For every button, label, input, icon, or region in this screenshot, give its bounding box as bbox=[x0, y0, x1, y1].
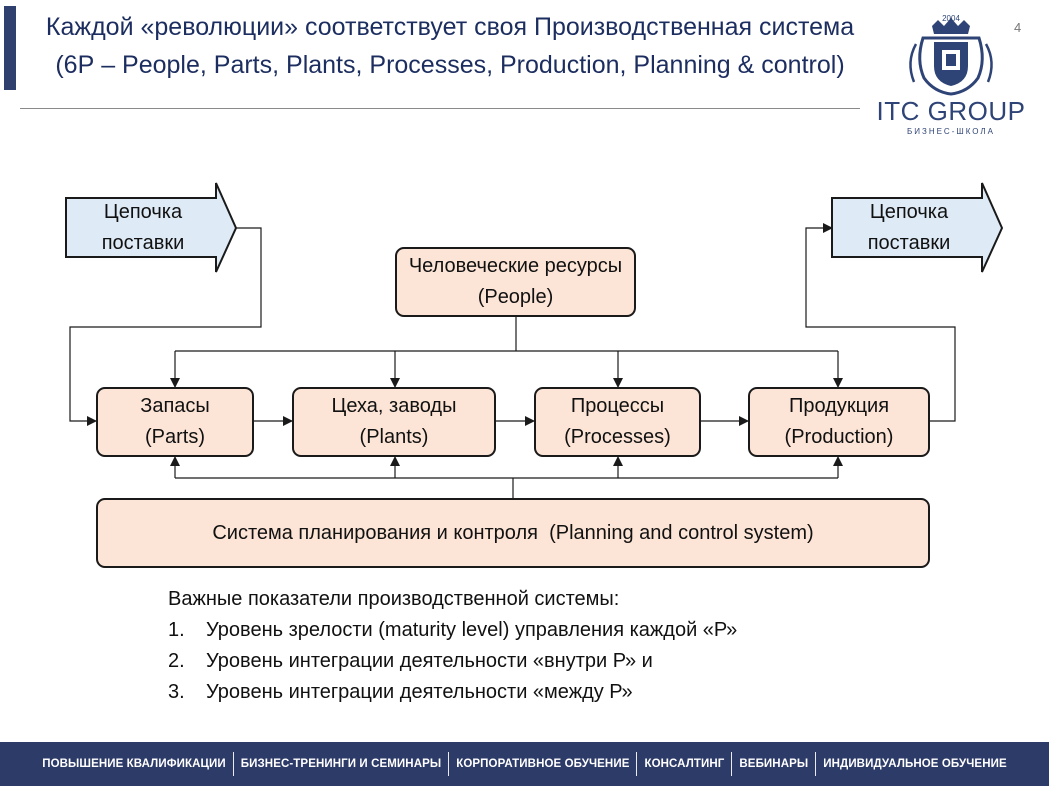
indicator-item: 3. Уровень интеграции деятельности «межд… bbox=[168, 677, 737, 708]
plants-label: Цеха, заводы (Plants) bbox=[331, 395, 457, 448]
indicator-item: 2. Уровень интеграции деятельности «внут… bbox=[168, 646, 737, 677]
plants-box: Цеха, заводы (Plants) bbox=[292, 387, 496, 457]
planning-control-box: Система планирования и контроля (Plannin… bbox=[96, 498, 930, 568]
people-label: Человеческие ресурсы (People) bbox=[408, 255, 623, 308]
logo-name: ITC GROUP bbox=[876, 96, 1026, 126]
supply-chain-out-label: Цепочка поставки bbox=[867, 200, 951, 254]
bottom-nav-bar: ПОВЫШЕНИЕ КВАЛИФИКАЦИИ БИЗНЕС-ТРЕНИНГИ И… bbox=[0, 742, 1049, 786]
indicator-item: 1. Уровень зрелости (maturity level) упр… bbox=[168, 615, 737, 646]
indicator-number: 3. bbox=[168, 681, 185, 703]
nav-separator bbox=[815, 752, 817, 776]
supply-chain-in-arrow bbox=[65, 182, 238, 273]
processes-box: Процессы (Processes) bbox=[534, 387, 701, 457]
nav-separator bbox=[232, 752, 234, 776]
nav-separator bbox=[731, 752, 733, 776]
nav-corporate-training[interactable]: КОРПОРАТИВНОЕ ОБУЧЕНИЕ bbox=[456, 758, 630, 770]
nav-separator bbox=[636, 752, 638, 776]
itc-group-crest-logo: 2004 bbox=[909, 14, 993, 96]
indicator-text: Уровень интеграции деятельности «внутри … bbox=[206, 650, 653, 672]
connector-supply-to-parts bbox=[69, 227, 262, 426]
system-indicators: Важные показатели производственной систе… bbox=[168, 584, 737, 708]
title-divider bbox=[20, 108, 860, 109]
supply-chain-in-label: Цепочка поставки bbox=[101, 200, 185, 254]
nav-professional-development[interactable]: ПОВЫШЕНИЕ КВАЛИФИКАЦИИ bbox=[42, 758, 226, 770]
production-label: Продукция (Production) bbox=[784, 395, 894, 448]
slide-title: Каждой «революции» соответствует своя Пр… bbox=[45, 13, 855, 79]
nav-business-trainings[interactable]: БИЗНЕС-ТРЕНИНГИ И СЕМИНАРЫ bbox=[240, 758, 442, 770]
page-number: 4 bbox=[1014, 20, 1022, 35]
planning-control-label: Система планирования и контроля (Plannin… bbox=[212, 521, 814, 544]
connector-production-to-supply bbox=[805, 223, 956, 422]
nav-webinars[interactable]: ВЕБИНАРЫ bbox=[739, 758, 809, 770]
nav-individual-training[interactable]: ИНДИВИДУАЛЬНОЕ ОБУЧЕНИЕ bbox=[823, 758, 1007, 770]
nav-consulting[interactable]: КОНСАЛТИНГ bbox=[644, 758, 725, 770]
indicator-text: Уровень интеграции деятельности «между Р… bbox=[206, 681, 633, 703]
indicator-number: 2. bbox=[168, 650, 185, 672]
parts-label: Запасы (Parts) bbox=[140, 395, 210, 448]
title-accent-bar bbox=[4, 6, 16, 90]
indicators-heading: Важные показатели производственной систе… bbox=[168, 588, 620, 610]
nav-separator bbox=[448, 752, 450, 776]
indicator-text: Уровень зрелости (maturity level) управл… bbox=[206, 619, 738, 641]
production-box: Продукция (Production) bbox=[748, 387, 930, 457]
logo-subtitle: БИЗНЕС-ШКОЛА bbox=[906, 127, 995, 136]
supply-chain-out-arrow bbox=[831, 182, 1004, 273]
parts-box: Запасы (Parts) bbox=[96, 387, 254, 457]
processes-label: Процессы (Processes) bbox=[564, 395, 671, 448]
indicator-number: 1. bbox=[168, 619, 185, 641]
people-box: Человеческие ресурсы (People) bbox=[395, 247, 636, 317]
